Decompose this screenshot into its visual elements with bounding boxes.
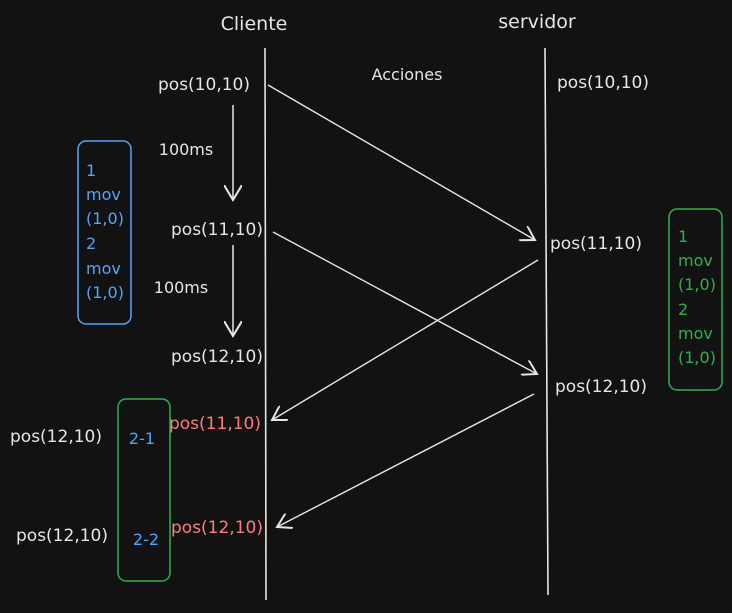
server-buffer-line-2: mov <box>678 251 713 270</box>
client-lane-title: Cliente <box>221 13 288 35</box>
server-input-box <box>668 208 723 391</box>
client-buffer-line-2: mov <box>86 185 121 204</box>
message-arrow-c2s-2 <box>272 231 537 374</box>
client-buffer-line-4: 2 <box>86 234 96 253</box>
client-buffer-line-1: 1 <box>86 161 96 180</box>
client-buffer-line-6: (1,0) <box>86 283 124 302</box>
server-buffer-line-6: (1,0) <box>678 348 716 367</box>
server-buffer-line-4: 2 <box>678 300 688 319</box>
reconcile-label-1: 2-1 <box>129 429 155 448</box>
actions-label: Acciones <box>372 65 443 84</box>
client-buffer-line-5: mov <box>86 259 121 278</box>
server-lane-title: servidor <box>498 11 576 33</box>
server-pos-1: pos(10,10) <box>557 73 649 93</box>
client-input-buffer-box <box>77 140 132 325</box>
server-pos-3: pos(12,10) <box>555 377 647 397</box>
client-received-pos-1: pos(11,10) <box>169 414 261 434</box>
interval-label-2: 100ms <box>154 278 208 297</box>
left-pos-label-2: pos(12,10) <box>16 526 108 546</box>
message-arrow-s2c-2 <box>277 393 535 527</box>
reconcile-label-2: 2-2 <box>133 530 159 549</box>
client-pos-3: pos(12,10) <box>171 347 263 367</box>
reconcile-box <box>117 398 171 582</box>
client-received-pos-2: pos(12,10) <box>171 518 263 538</box>
message-arrow-c2s-1 <box>267 84 535 240</box>
server-buffer-line-5: mov <box>678 324 713 343</box>
server-pos-2: pos(11,10) <box>550 234 642 254</box>
message-arrow-s2c-1 <box>272 259 539 420</box>
left-pos-label-1: pos(12,10) <box>10 427 102 447</box>
client-pos-2: pos(11,10) <box>171 220 263 240</box>
server-buffer-line-3: (1,0) <box>678 275 716 294</box>
server-buffer-line-1: 1 <box>678 227 688 246</box>
interval-label-1: 100ms <box>159 140 213 159</box>
server-lifeline <box>544 47 549 596</box>
client-buffer-line-3: (1,0) <box>86 209 124 228</box>
client-pos-1: pos(10,10) <box>158 75 250 95</box>
client-lifeline <box>264 47 267 601</box>
